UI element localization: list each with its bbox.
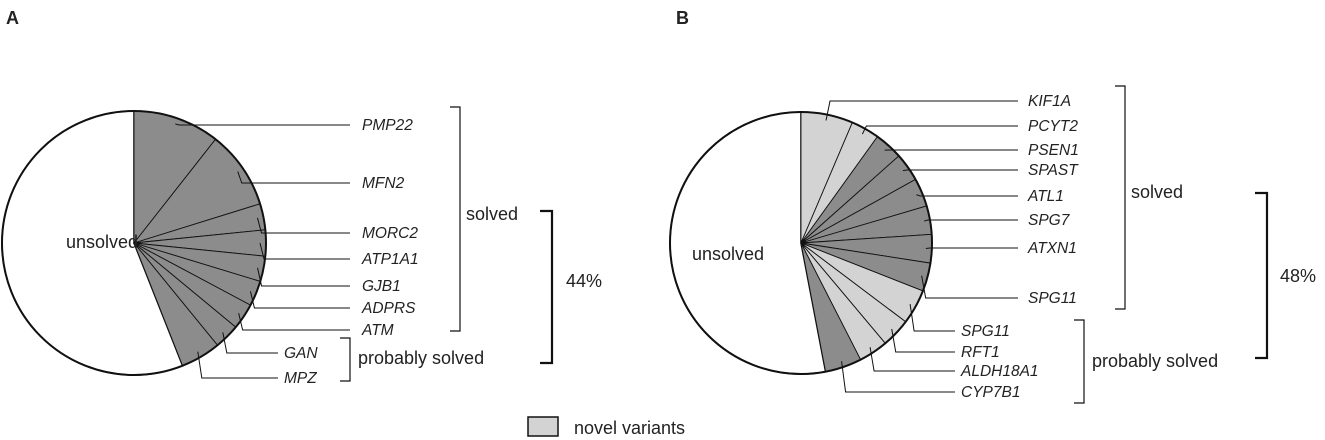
slice-label: SPAST bbox=[1028, 162, 1079, 179]
solved-label-a: solved bbox=[466, 204, 518, 224]
slice-label: PSEN1 bbox=[1028, 142, 1079, 159]
unsolved-label-b: unsolved bbox=[692, 244, 764, 264]
slice-label: ATM bbox=[361, 322, 394, 339]
slice-label: KIF1A bbox=[1028, 93, 1071, 110]
pie-a bbox=[1, 110, 267, 376]
bracket-solved-a bbox=[450, 106, 461, 332]
bracket-solved-b bbox=[1115, 85, 1126, 310]
unsolved-label-a: unsolved bbox=[66, 232, 138, 252]
leader-line bbox=[902, 169, 1018, 172]
leader-line bbox=[197, 351, 278, 379]
slice-label: ATP1A1 bbox=[361, 251, 419, 268]
leader-line bbox=[916, 194, 1018, 197]
slice-label: ATXN1 bbox=[1027, 240, 1077, 257]
leader-line bbox=[238, 313, 350, 331]
slice-label: MORC2 bbox=[362, 225, 418, 242]
leader-line bbox=[257, 267, 350, 287]
leader-line bbox=[909, 303, 955, 332]
panel-b-letter: B bbox=[676, 8, 689, 28]
leader-line bbox=[256, 217, 350, 234]
leader-line bbox=[841, 361, 955, 393]
slice-label: PCYT2 bbox=[1028, 118, 1078, 135]
solved-label-b: solved bbox=[1131, 182, 1183, 202]
slice-label: SPG11 bbox=[1028, 290, 1077, 307]
bracket-percent-b bbox=[1255, 191, 1269, 360]
leader-line bbox=[923, 219, 1018, 222]
leader-line bbox=[222, 332, 278, 354]
slice-label: PMP22 bbox=[362, 117, 413, 134]
leader-line bbox=[259, 242, 350, 260]
bracket-percent-a bbox=[540, 209, 554, 365]
pie-outline bbox=[669, 111, 933, 375]
leader-line bbox=[921, 275, 1018, 299]
labels-b: KIF1APCYT2PSEN1SPASTATL1SPG7ATXN1SPG11SP… bbox=[825, 93, 1079, 401]
percent-label-a: 44% bbox=[566, 271, 602, 291]
slice-label: MPZ bbox=[284, 370, 317, 387]
slice-label: SPG7 bbox=[1028, 212, 1071, 229]
leader-line bbox=[925, 247, 1018, 250]
slice-label: ATL1 bbox=[1027, 188, 1064, 205]
slice-label: RFT1 bbox=[961, 344, 1000, 361]
probably-label-b: probably solved bbox=[1092, 351, 1218, 371]
probably-label-a: probably solved bbox=[358, 348, 484, 368]
percent-label-b: 48% bbox=[1280, 266, 1316, 286]
legend: novel variants bbox=[527, 416, 685, 438]
leader-line bbox=[861, 125, 1018, 135]
leader-line bbox=[249, 291, 350, 309]
slice-label: ADPRS bbox=[361, 300, 416, 317]
slice-label: GAN bbox=[284, 345, 318, 362]
pie-b bbox=[669, 111, 933, 375]
leader-line bbox=[175, 123, 350, 126]
leader-line bbox=[891, 328, 955, 353]
leader-line bbox=[237, 171, 350, 184]
panel-a-letter: A bbox=[6, 8, 19, 28]
pie-outline bbox=[1, 110, 267, 376]
slice-label: GJB1 bbox=[362, 278, 401, 295]
bracket-probably-a bbox=[340, 337, 351, 382]
slice-label: MFN2 bbox=[362, 175, 405, 192]
leader-line bbox=[825, 100, 1018, 121]
slice-label: ALDH18A1 bbox=[960, 363, 1039, 380]
bracket-probably-b bbox=[1074, 319, 1085, 404]
slice-label: CYP7B1 bbox=[961, 384, 1020, 401]
legend-label: novel variants bbox=[574, 418, 685, 438]
leader-line bbox=[869, 347, 955, 372]
legend-swatch bbox=[527, 416, 559, 437]
slice-label: SPG11 bbox=[961, 323, 1010, 340]
